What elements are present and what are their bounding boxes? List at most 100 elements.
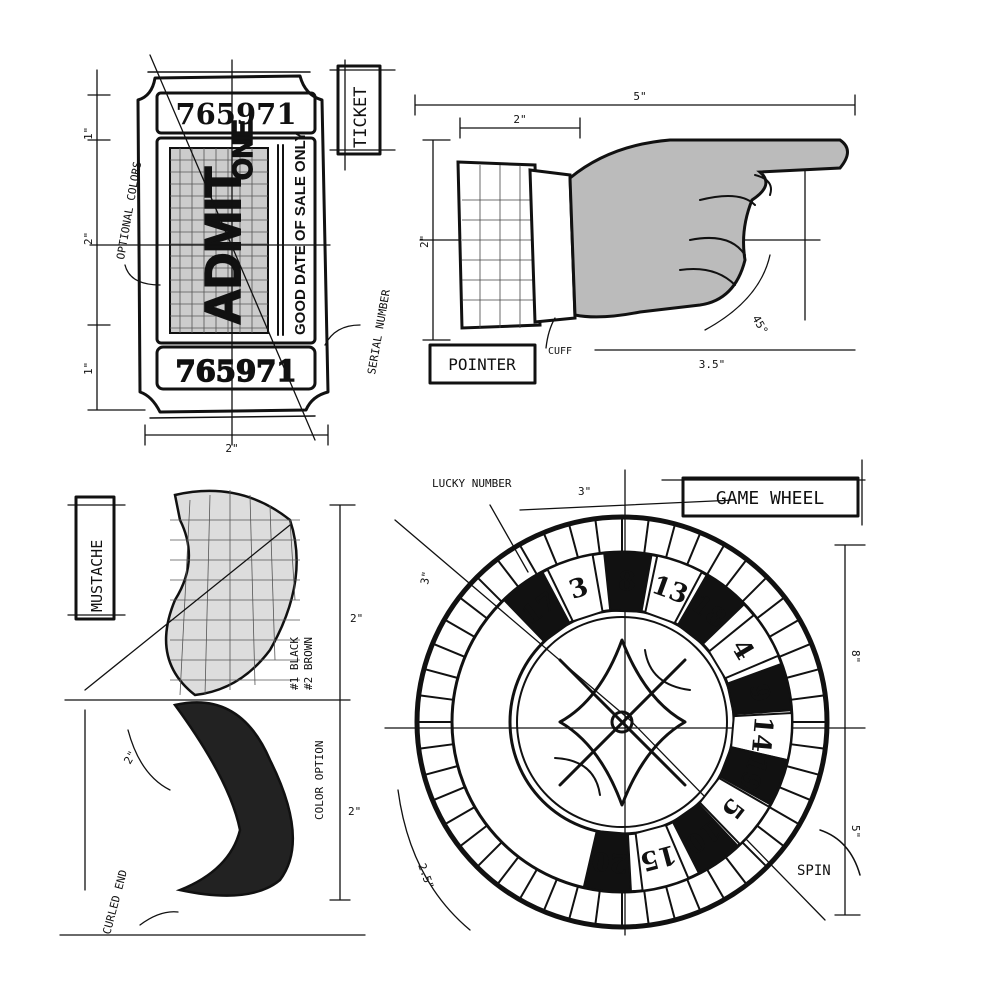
wheel-tick <box>496 558 520 588</box>
ticket-serial-bottom: 765971 <box>175 354 296 388</box>
wheel-slot <box>707 613 780 680</box>
wheel-tick <box>790 743 826 750</box>
mustache-dim-bottom: 2" <box>348 805 361 818</box>
wheel-tick <box>790 694 826 701</box>
wheel-tick <box>665 885 677 921</box>
wheel-tick <box>567 885 579 921</box>
wheel-tick <box>741 576 768 603</box>
ticket-dim-top: 1" <box>82 127 95 140</box>
mustache-option-1: #1 BLACK <box>288 637 301 690</box>
wheel-tick <box>756 596 786 620</box>
wheel-tick <box>496 856 520 886</box>
mustache-dim-top: 2" <box>350 612 363 625</box>
wheel-slot <box>676 573 746 646</box>
wheel-tick <box>458 596 488 620</box>
wheel-dim-right: 8" <box>849 650 862 663</box>
wheel-tick <box>706 868 726 901</box>
wheel-slot <box>718 745 789 806</box>
ticket-good-date-text: GOOD DATE OF SALE ONLY <box>292 132 309 335</box>
wheel-tick <box>567 523 579 559</box>
wheel-slot <box>644 554 704 625</box>
pointer-hand-sketch: 5" 2" 2" 3.5" 45° CUFF POINTER <box>414 90 856 385</box>
wheel-slot <box>582 830 633 893</box>
wheel-tick <box>418 743 454 750</box>
wheel-tick <box>706 543 726 576</box>
wheel-tick <box>432 642 466 658</box>
pointer-dim-cuff: 2" <box>513 113 526 126</box>
pointer-label: POINTER <box>448 355 516 374</box>
ticket-serial-number-note: SERIAL NUMBER <box>365 288 393 375</box>
wheel-tick <box>665 523 677 559</box>
wheel-tick <box>458 824 488 848</box>
wheel-slot <box>726 662 793 716</box>
ticket-admit-text: ADMIT <box>195 167 251 325</box>
wheel-tick <box>768 618 801 638</box>
pointer-dim-finger: 3.5" <box>699 358 726 371</box>
wheel-slot <box>603 551 653 613</box>
wheel-tick <box>643 518 650 554</box>
wheel-tick <box>418 694 454 701</box>
wheel-tick <box>542 532 558 566</box>
wheel-number: 20 <box>590 845 629 878</box>
ticket-dim-mid: 2" <box>82 232 95 245</box>
ticket-sketch: 765971 765971 ADMIT ONE GOOD DATE OF SAL… <box>82 54 396 455</box>
wheel-spin-note: SPIN <box>797 863 831 879</box>
wheel-tick <box>724 558 748 588</box>
wheel-slot <box>671 802 740 875</box>
wheel-dim-top: 3" <box>578 485 591 498</box>
wheel-tick <box>778 786 812 802</box>
wheel-tick <box>594 518 601 554</box>
wheel-tick <box>432 786 466 802</box>
pointer-dim-height: 2" <box>418 235 431 248</box>
mustache-color-option-note: COLOR OPTION <box>313 741 326 820</box>
pointer-angle: 45° <box>749 313 770 337</box>
mustache-curled-end-note: CURLED END <box>100 868 130 935</box>
wheel-tick <box>778 642 812 658</box>
wheel-dim-left: 3" <box>418 570 433 585</box>
wheel-lucky-note-line1: LUCKY NUMBER <box>432 477 512 490</box>
wheel-slot <box>502 570 571 643</box>
wheel-tick <box>443 806 476 826</box>
wheel-tick <box>423 765 459 777</box>
wheel-tick <box>423 667 459 679</box>
wheel-tick <box>476 576 503 603</box>
mustache-sketch: MUSTACHE 2" 2" 2" #1 BLACK #2 BROWN COLO… <box>59 489 366 936</box>
wheel-tick <box>686 532 702 566</box>
wheel-tick <box>785 765 821 777</box>
wheel-tick <box>686 878 702 912</box>
wheel-label: GAME WHEEL <box>716 488 825 509</box>
wheel-tick <box>443 618 476 638</box>
wheel-tick <box>518 868 538 901</box>
wheel-tick <box>768 806 801 826</box>
ticket-serial-top: 765971 <box>175 97 296 131</box>
mustache-dim-curve: 2" <box>121 749 139 767</box>
wheel-number: 9 <box>742 681 775 705</box>
pointer-dim-total: 5" <box>633 90 646 103</box>
pointer-cuff-note: CUFF <box>548 346 572 357</box>
wheel-tick <box>785 667 821 679</box>
wheel-number: 14 <box>745 715 778 754</box>
wheel-outer-ticks <box>417 517 827 927</box>
mustache-option-2: #2 BROWN <box>302 637 315 690</box>
wheel-dim-lower-left: 2.5" <box>415 862 436 891</box>
ticket-dim-width: 2" <box>225 442 238 455</box>
ticket-label: TICKET <box>351 87 371 148</box>
wheel-tick <box>594 890 601 926</box>
wheel-tick <box>542 878 558 912</box>
wheel-dim-right-lower: 5" <box>849 825 862 838</box>
wheel-tick <box>476 841 503 868</box>
wheel-tick <box>741 841 768 868</box>
wheel-slot <box>634 823 690 892</box>
wheel-slot <box>698 776 771 846</box>
mustache-label: MUSTACHE <box>88 540 106 612</box>
wheel-number: 8 <box>617 567 636 598</box>
wheel-tick <box>518 543 538 576</box>
wheel-tick <box>724 856 748 886</box>
wheel-tick <box>756 824 786 848</box>
wheel-tick <box>643 890 650 926</box>
ticket-dim-bottom: 1" <box>82 362 95 375</box>
